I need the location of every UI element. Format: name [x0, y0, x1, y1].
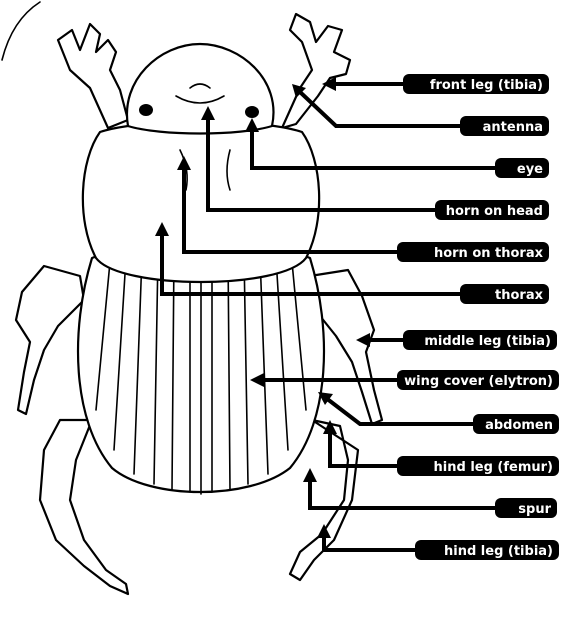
svg-text:hind leg (femur): hind leg (femur) — [434, 460, 553, 475]
svg-text:thorax: thorax — [495, 288, 544, 303]
svg-text:eye: eye — [517, 162, 543, 177]
front-leg-right — [282, 14, 350, 128]
front-leg-left — [58, 24, 128, 128]
svg-text:hind leg (tibia): hind leg (tibia) — [444, 544, 553, 559]
frame-border — [2, 2, 40, 60]
eye-left — [139, 104, 153, 116]
thorax-shape — [83, 122, 319, 283]
svg-text:horn on head: horn on head — [446, 204, 543, 219]
label-hind-leg-femur: hind leg (femur) — [397, 456, 559, 476]
svg-text:wing cover (elytron): wing cover (elytron) — [404, 374, 553, 389]
eye-right — [245, 106, 259, 118]
middle-leg-left — [16, 266, 84, 414]
label-horn-on-thorax: horn on thorax — [397, 242, 549, 262]
label-abdomen: abdomen — [473, 414, 559, 434]
label-middle-leg-tibia: middle leg (tibia) — [403, 330, 557, 350]
svg-text:front leg (tibia): front leg (tibia) — [430, 78, 543, 93]
svg-text:abdomen: abdomen — [485, 418, 553, 433]
label-horn-on-head: horn on head — [435, 200, 549, 220]
label-hind-leg-tibia: hind leg (tibia) — [415, 540, 559, 560]
svg-text:middle leg (tibia): middle leg (tibia) — [424, 334, 551, 349]
svg-text:antenna: antenna — [483, 120, 543, 135]
label-eye: eye — [495, 158, 549, 178]
svg-text:horn on thorax: horn on thorax — [434, 246, 544, 261]
label-front-leg-tibia: front leg (tibia) — [403, 74, 549, 94]
label-wing-cover: wing cover (elytron) — [397, 370, 559, 390]
label-spur: spur — [495, 498, 557, 518]
svg-text:spur: spur — [518, 502, 551, 517]
label-antenna: antenna — [460, 116, 549, 136]
label-thorax: thorax — [460, 284, 549, 304]
